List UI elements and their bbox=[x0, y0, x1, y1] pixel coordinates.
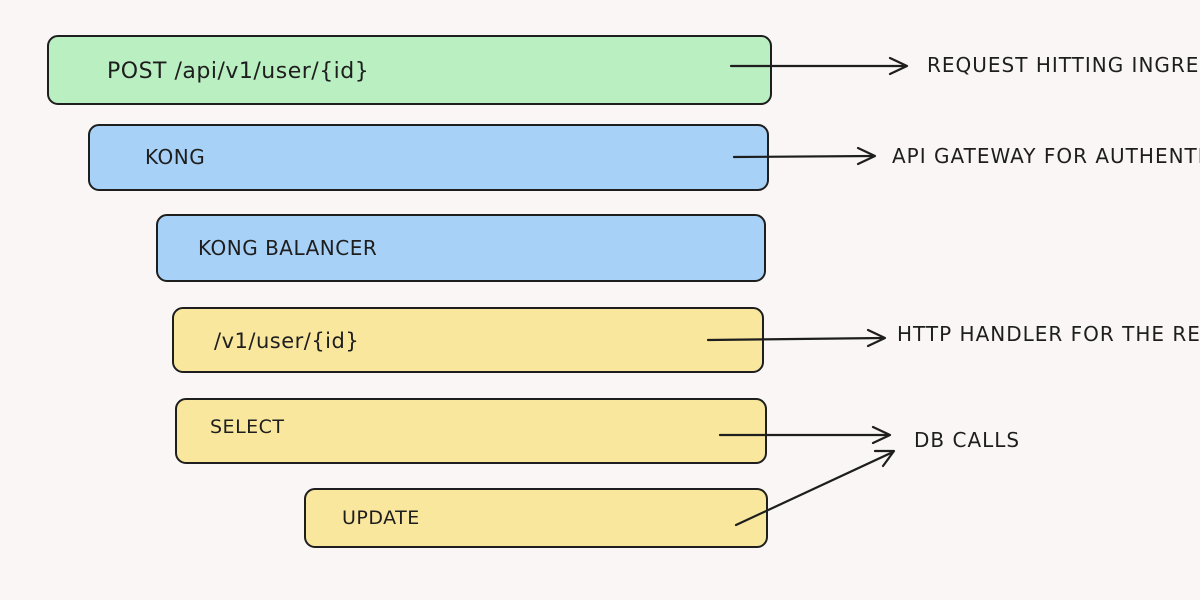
request-label: POST /api/v1/user/{id} bbox=[107, 59, 370, 84]
handler-box: /v1/user/{id} bbox=[172, 307, 764, 373]
select-box: SELECT bbox=[175, 398, 767, 464]
handler-label: /v1/user/{id} bbox=[214, 329, 360, 353]
request-arrow bbox=[729, 56, 909, 76]
handler-note: HTTP HANDLER FOR THE REQUEST bbox=[897, 322, 1200, 346]
kong-box: KONG bbox=[88, 124, 769, 191]
update-box: UPDATE bbox=[304, 488, 768, 548]
kong-label: KONG bbox=[145, 145, 206, 169]
handler-arrow bbox=[706, 328, 887, 348]
db-calls-note: DB CALLS bbox=[914, 428, 1021, 452]
kong-note: API GATEWAY FOR AUTHENTICATION bbox=[892, 144, 1200, 168]
kong-balancer-label: KONG BALANCER bbox=[198, 236, 378, 260]
request-box: POST /api/v1/user/{id} bbox=[47, 35, 772, 105]
kong-arrow bbox=[732, 146, 877, 166]
kong-balancer-box: KONG BALANCER bbox=[156, 214, 766, 282]
update-arrow bbox=[734, 449, 896, 527]
select-label: SELECT bbox=[210, 416, 285, 438]
select-arrow bbox=[718, 425, 892, 445]
request-note: REQUEST HITTING INGRESS bbox=[927, 53, 1200, 77]
update-label: UPDATE bbox=[342, 507, 420, 529]
